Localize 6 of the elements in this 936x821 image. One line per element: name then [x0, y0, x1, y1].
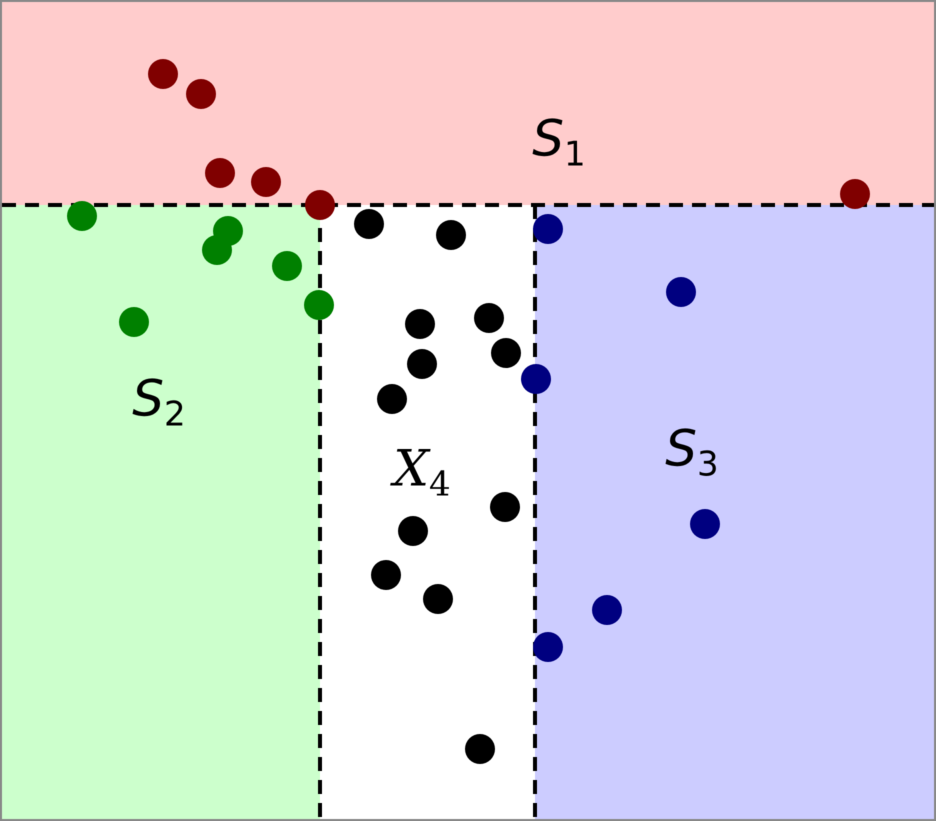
region-label: S$_{3}$ [665, 419, 719, 485]
region [2, 2, 934, 205]
region [535, 205, 934, 819]
region-label: S$_{2}$ [132, 369, 186, 435]
region [2, 205, 320, 819]
region-label: S$_{1}$ [532, 109, 586, 175]
